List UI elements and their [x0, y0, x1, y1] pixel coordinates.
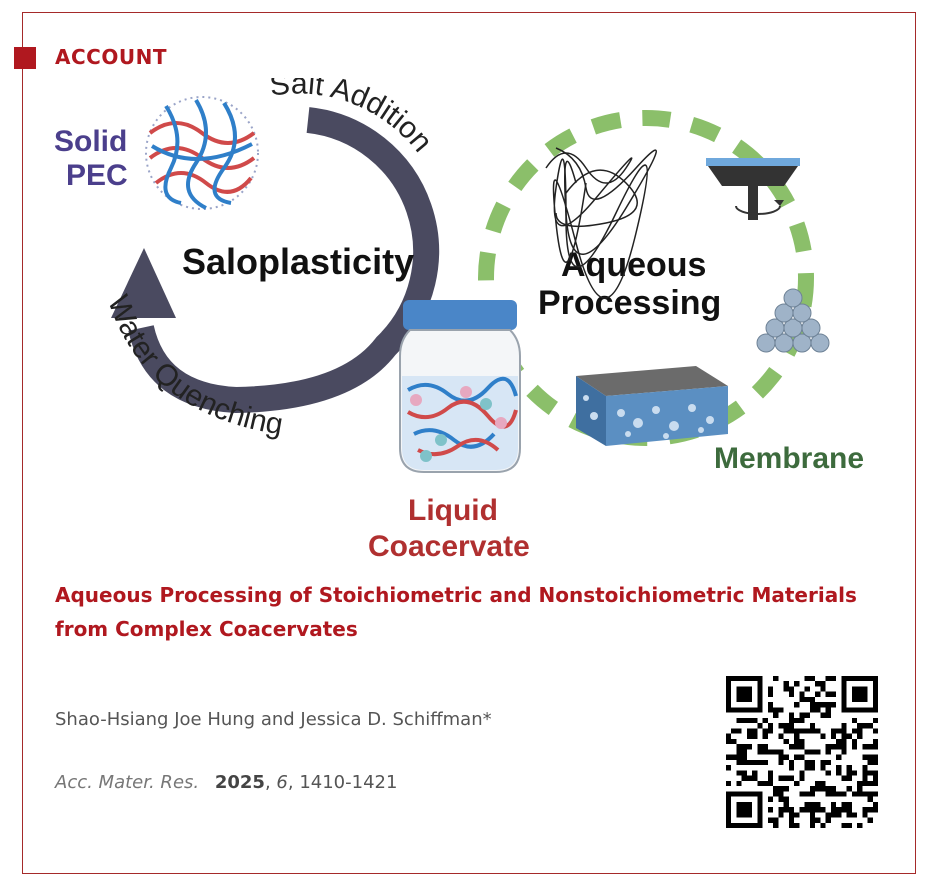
- toc-graphic: Solid PEC Salt Addition Water Quenching …: [54, 78, 864, 563]
- membrane-block-icon: [576, 366, 728, 446]
- article-authors: Shao-Hsiang Joe Hung and Jessica D. Schi…: [55, 709, 492, 730]
- particle-stack-icon: [756, 288, 830, 353]
- article-title-line-1: Aqueous Processing of Stoichiometric and…: [55, 583, 857, 607]
- coacervate-label: Coacervate: [368, 530, 530, 563]
- pec-label: PEC: [66, 159, 128, 192]
- water-quenching-label: Water Quenching: [101, 291, 285, 442]
- article-title[interactable]: Aqueous Processing of Stoichiometric and…: [55, 578, 895, 646]
- journal-name: Acc. Mater. Res.: [55, 772, 200, 793]
- solid-pec-icon: [145, 96, 259, 210]
- citation-volume: 6: [276, 772, 288, 793]
- article-citation: Acc. Mater. Res. 2025, 6, 1410-1421: [55, 772, 398, 793]
- citation-year: 2025: [214, 772, 265, 793]
- spin-coater-icon: [706, 158, 800, 220]
- processing-label: Processing: [538, 284, 721, 322]
- account-badge-marker: [14, 47, 36, 69]
- qr-code[interactable]: [726, 676, 878, 828]
- account-badge-label: ACCOUNT: [55, 45, 167, 69]
- fiber-mat-icon: [545, 147, 657, 299]
- membrane-label: Membrane: [714, 442, 864, 475]
- article-title-line-2: from Complex Coacervates: [55, 617, 358, 641]
- citation-pages: 1410-1421: [299, 772, 398, 793]
- saloplasticity-cycle-arrow: [111, 107, 440, 414]
- coacervate-jar-icon: [399, 300, 521, 473]
- saloplasticity-label: Saloplasticity: [182, 241, 414, 282]
- liquid-label: Liquid: [408, 494, 498, 527]
- solid-label: Solid: [54, 125, 127, 158]
- svg-text:Water Quenching: Water Quenching: [101, 291, 285, 442]
- aqueous-label: Aqueous: [561, 246, 706, 284]
